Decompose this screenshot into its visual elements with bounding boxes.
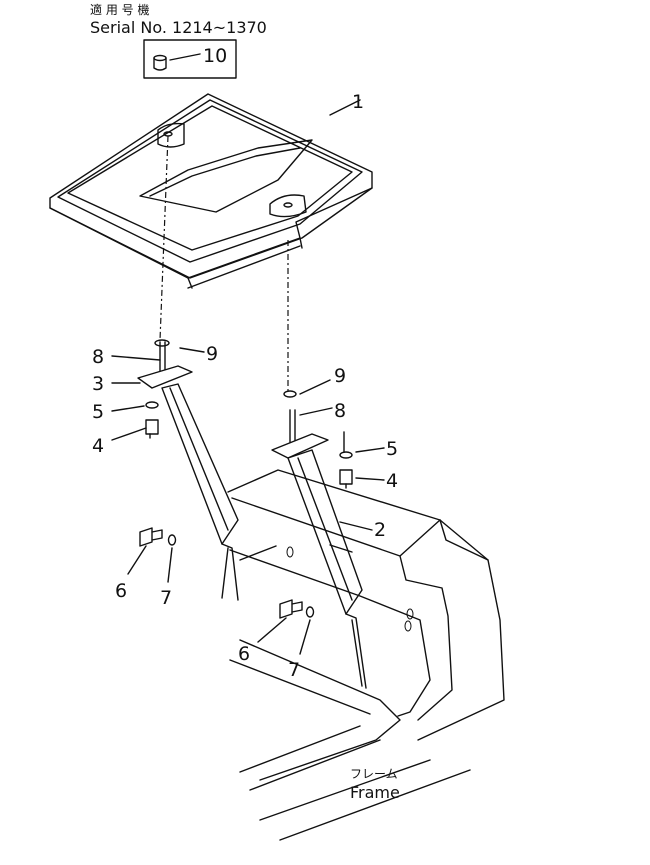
applicable-models-label: 適 用 号 機 bbox=[90, 2, 149, 17]
left-side-bolt-6 bbox=[139, 527, 163, 547]
callout-6b: 6 bbox=[238, 643, 250, 665]
callout-1: 1 bbox=[352, 91, 364, 113]
serial-number-range: Serial No. 1214~1370 bbox=[90, 18, 267, 37]
callout-5a: 5 bbox=[92, 401, 104, 423]
callout-5b: 5 bbox=[386, 438, 398, 460]
callout-4a: 4 bbox=[92, 435, 104, 457]
frame-label-jp: フレーム bbox=[350, 767, 398, 781]
centerline-left bbox=[159, 135, 169, 341]
left-side-washer-7 bbox=[167, 534, 177, 546]
callout-7b: 7 bbox=[288, 659, 300, 681]
right-side-washer-7 bbox=[305, 606, 315, 618]
roof-canopy bbox=[49, 93, 373, 289]
callout-9b: 9 bbox=[334, 365, 346, 387]
callout-2: 2 bbox=[374, 519, 386, 541]
callout-10: 10 bbox=[203, 45, 227, 67]
callout-8a: 8 bbox=[92, 346, 104, 368]
callout-3: 3 bbox=[92, 373, 104, 395]
callout-7a: 7 bbox=[160, 587, 172, 609]
callout-8b: 8 bbox=[334, 400, 346, 422]
machine-frame bbox=[227, 469, 505, 841]
callout-9a: 9 bbox=[206, 343, 218, 365]
part-10-inset: 10 bbox=[143, 39, 237, 79]
right-side-bolt-6 bbox=[279, 599, 303, 619]
frame-label-en: Frame bbox=[350, 783, 400, 802]
right-post-assembly bbox=[271, 390, 367, 689]
callout-6a: 6 bbox=[115, 580, 127, 602]
cap-icon bbox=[153, 54, 167, 71]
left-post-assembly bbox=[137, 339, 239, 601]
callout-4b: 4 bbox=[386, 470, 398, 492]
